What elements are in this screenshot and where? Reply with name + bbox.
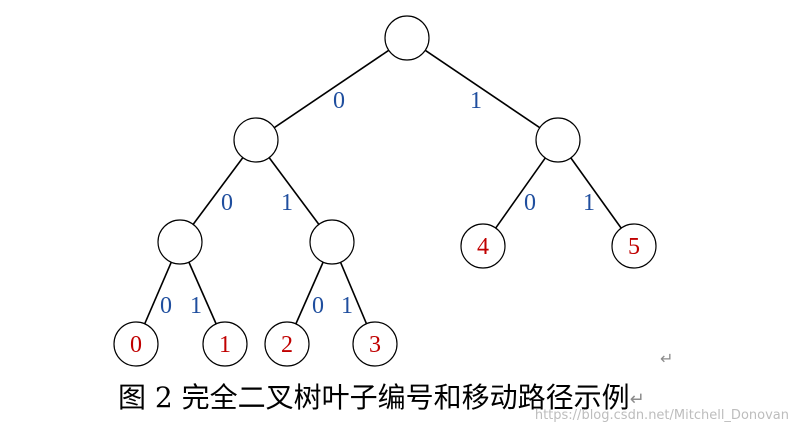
paragraph-mark-icon: ↵ xyxy=(660,349,673,368)
internal-node-n0 xyxy=(233,117,279,163)
edge-n00-n000 xyxy=(143,261,173,325)
branch-label-n01-n010: 0 xyxy=(312,293,324,319)
leaf-label: 1 xyxy=(219,332,231,358)
edges-layer xyxy=(143,49,622,325)
edge-n01-n010 xyxy=(295,261,324,325)
branch-label-root-n1: 1 xyxy=(470,88,482,114)
watermark: https://blog.csdn.net/Mitchell_Donovan xyxy=(534,408,789,423)
node-circle xyxy=(202,321,248,367)
caption-paragraph-mark-icon: ↵ xyxy=(629,389,645,410)
leaf-label: 2 xyxy=(281,332,293,358)
edge-root-n1 xyxy=(424,49,541,129)
leaf-node-2: 2 xyxy=(264,321,310,367)
node-circle xyxy=(535,117,581,163)
node-circle xyxy=(611,223,657,269)
node-circle xyxy=(264,321,310,367)
internal-node-n00 xyxy=(157,219,203,265)
leaf-node-0: 0 xyxy=(113,321,159,367)
edge-n1-n10 xyxy=(495,157,546,229)
branch-label-root-n0: 0 xyxy=(333,88,345,114)
internal-node-n1 xyxy=(535,117,581,163)
edge-n1-n11 xyxy=(570,157,622,229)
leaf-label: 5 xyxy=(628,234,640,260)
leaf-label: 0 xyxy=(130,332,142,358)
node-circle xyxy=(157,219,203,265)
edge-n01-n011 xyxy=(339,261,368,325)
branch-label-n1-n11: 1 xyxy=(583,190,595,216)
branch-label-n00-n000: 0 xyxy=(160,293,172,319)
internal-node-n01 xyxy=(309,219,355,265)
leaf-node-3: 3 xyxy=(352,321,398,367)
node-circle xyxy=(384,15,430,61)
branch-label-n0-n00: 0 xyxy=(221,190,233,216)
internal-node-root xyxy=(384,15,430,61)
node-circle xyxy=(233,117,279,163)
node-circle xyxy=(113,321,159,367)
edge-root-n0 xyxy=(273,49,390,129)
figure-caption: 图 2 完全二叉树叶子编号和移动路径示例↵ xyxy=(118,376,645,416)
node-circle xyxy=(309,219,355,265)
node-circle xyxy=(352,321,398,367)
leaf-node-4: 4 xyxy=(460,223,506,269)
leaf-node-1: 1 xyxy=(202,321,248,367)
edge-n0-n01 xyxy=(268,157,320,225)
edge-n00-n001 xyxy=(188,261,217,325)
edge-n0-n00 xyxy=(192,157,244,225)
branch-label-n00-n001: 1 xyxy=(190,293,202,319)
branch-label-n0-n01: 1 xyxy=(281,190,293,216)
leaf-label: 4 xyxy=(477,234,489,260)
node-circle xyxy=(460,223,506,269)
leaf-label: 3 xyxy=(369,332,381,358)
branch-label-n01-n011: 1 xyxy=(341,293,353,319)
leaf-node-5: 5 xyxy=(611,223,657,269)
caption-text: 图 2 完全二叉树叶子编号和移动路径示例 xyxy=(118,381,630,414)
branch-label-n1-n10: 0 xyxy=(524,190,536,216)
